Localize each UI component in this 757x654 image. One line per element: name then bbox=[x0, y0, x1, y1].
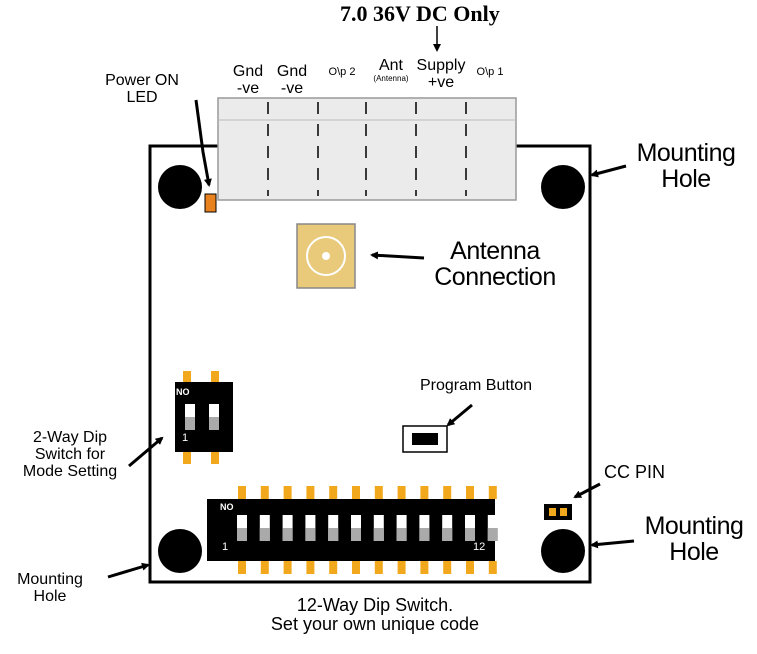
terminal-label-line: -ve bbox=[280, 79, 304, 97]
dip12-pin-top bbox=[488, 486, 497, 499]
two-way-dip-label: 2-Way Dip Switch for Mode Setting bbox=[2, 429, 138, 480]
terminal-label-sub: (Antenna) bbox=[373, 73, 409, 83]
mounting-hole-top-right bbox=[541, 165, 585, 209]
label-line: 2-Way Dip bbox=[32, 429, 108, 446]
dip12-switch-lever bbox=[282, 528, 293, 541]
dip12-pin-bottom bbox=[352, 561, 360, 574]
dip12-pin-bottom bbox=[260, 561, 269, 574]
label-line: Antenna bbox=[450, 237, 540, 265]
label-line: Hole bbox=[661, 165, 711, 194]
mounting-hole-label-left: Mounting Hole bbox=[4, 571, 96, 606]
label-line: LED bbox=[126, 88, 158, 106]
program-button-label: Program Button bbox=[420, 377, 533, 394]
label-line: Hole bbox=[669, 538, 719, 567]
dip12-switch-lever bbox=[328, 528, 339, 541]
terminal-label-gnd-2: Gnd -ve bbox=[272, 63, 312, 98]
power-led-label: Power ON LED bbox=[86, 72, 198, 107]
terminal-label-supply: Supply +ve bbox=[412, 57, 470, 92]
supply-voltage-note: 7.0 36V DC Only bbox=[340, 1, 500, 26]
label-line: Set your own unique code bbox=[270, 613, 480, 634]
dip12-pin-bottom bbox=[488, 561, 497, 574]
dip12-pin-bottom bbox=[329, 561, 338, 574]
terminal-label-op1: O\p 1 bbox=[476, 66, 504, 78]
terminal-label-op2: O\p 2 bbox=[328, 66, 356, 78]
dip12-pin-bottom bbox=[306, 561, 315, 574]
two-way-dip-switch bbox=[175, 371, 233, 464]
twelve-way-dip-switch bbox=[207, 486, 498, 574]
terminal-label-line: +ve bbox=[427, 73, 455, 91]
dip12-pin-bottom bbox=[238, 561, 246, 574]
dip12-switch-lever bbox=[419, 528, 430, 541]
dip12-pin-bottom bbox=[397, 561, 406, 574]
dip12-pin-top bbox=[283, 486, 292, 499]
antenna-connector bbox=[296, 223, 356, 289]
mounting-hole-top-left bbox=[158, 165, 202, 209]
dip12-pin-bottom bbox=[283, 561, 292, 574]
dip12-switch-lever bbox=[305, 528, 316, 541]
dip12-pin-bottom bbox=[374, 561, 383, 574]
label-line: Power ON bbox=[105, 72, 179, 89]
terminal-label-line: Gnd bbox=[276, 63, 308, 80]
dip12-switch-lever bbox=[237, 528, 247, 541]
antenna-connection-label: Antenna Connection bbox=[420, 238, 570, 291]
dip12-last-number: 12 bbox=[473, 541, 486, 553]
dip12-switch-lever bbox=[465, 528, 475, 541]
cc-pin-label: CC PIN bbox=[604, 462, 666, 482]
label-line: Connection bbox=[434, 263, 556, 292]
dip12-first-number: 1 bbox=[222, 541, 229, 553]
terminal-label-line: Ant bbox=[378, 57, 403, 74]
terminal-block bbox=[217, 97, 517, 201]
dip12-pin-top bbox=[466, 486, 474, 499]
label-line: Mounting bbox=[644, 512, 744, 540]
dip12-pin-top bbox=[260, 486, 269, 499]
twelve-way-dip-caption: 12-Way Dip Switch. Set your own unique c… bbox=[220, 596, 530, 634]
dip12-switch-lever bbox=[351, 528, 361, 541]
dip12-on-label: NO bbox=[220, 502, 234, 512]
terminal-label-line: Supply bbox=[416, 57, 466, 74]
dip12-switch-lever bbox=[259, 528, 270, 541]
dip12-pin-top bbox=[306, 486, 315, 499]
dip12-switch-lever bbox=[396, 528, 407, 541]
dip12-switch-lever bbox=[442, 528, 453, 541]
pointer-arrows bbox=[107, 99, 635, 579]
terminal-label-line: -ve bbox=[236, 79, 260, 97]
dip12-pin-top bbox=[420, 486, 429, 499]
mounting-hole-label-top: Mounting Hole bbox=[624, 140, 748, 193]
terminal-label-line: Gnd bbox=[232, 63, 264, 80]
dip12-pin-top bbox=[352, 486, 360, 499]
dip12-switch-lever bbox=[373, 528, 384, 541]
label-line: Switch for bbox=[34, 445, 106, 463]
mounting-hole-bottom-right bbox=[541, 529, 585, 573]
label-line: 12-Way Dip Switch. bbox=[296, 595, 454, 615]
dip12-pin-top bbox=[374, 486, 383, 499]
program-button bbox=[402, 425, 448, 453]
label-line: Mounting bbox=[636, 139, 736, 167]
label-line: Hole bbox=[33, 587, 67, 605]
terminal-label-ant: Ant (Antenna) bbox=[364, 57, 418, 83]
dip12-pin-top bbox=[238, 486, 246, 499]
mounting-hole-bottom-left bbox=[158, 529, 202, 573]
dip2-on-label: NO bbox=[176, 387, 190, 397]
dip2-first-number: 1 bbox=[182, 432, 189, 444]
dip12-pin-bottom bbox=[466, 561, 474, 574]
dip12-pin-bottom bbox=[443, 561, 452, 574]
label-line: Mounting bbox=[17, 571, 83, 588]
dip12-pin-bottom bbox=[420, 561, 429, 574]
dip12-pin-top bbox=[397, 486, 406, 499]
dip12-pin-top bbox=[443, 486, 452, 499]
mounting-hole-label-right: Mounting Hole bbox=[632, 513, 756, 566]
terminal-label-gnd-1: Gnd -ve bbox=[228, 63, 268, 98]
dip12-switch-lever bbox=[487, 528, 498, 541]
dip12-pin-top bbox=[329, 486, 338, 499]
power-led bbox=[204, 193, 217, 213]
cc-pin bbox=[544, 504, 572, 520]
label-line: Mode Setting bbox=[22, 462, 118, 480]
